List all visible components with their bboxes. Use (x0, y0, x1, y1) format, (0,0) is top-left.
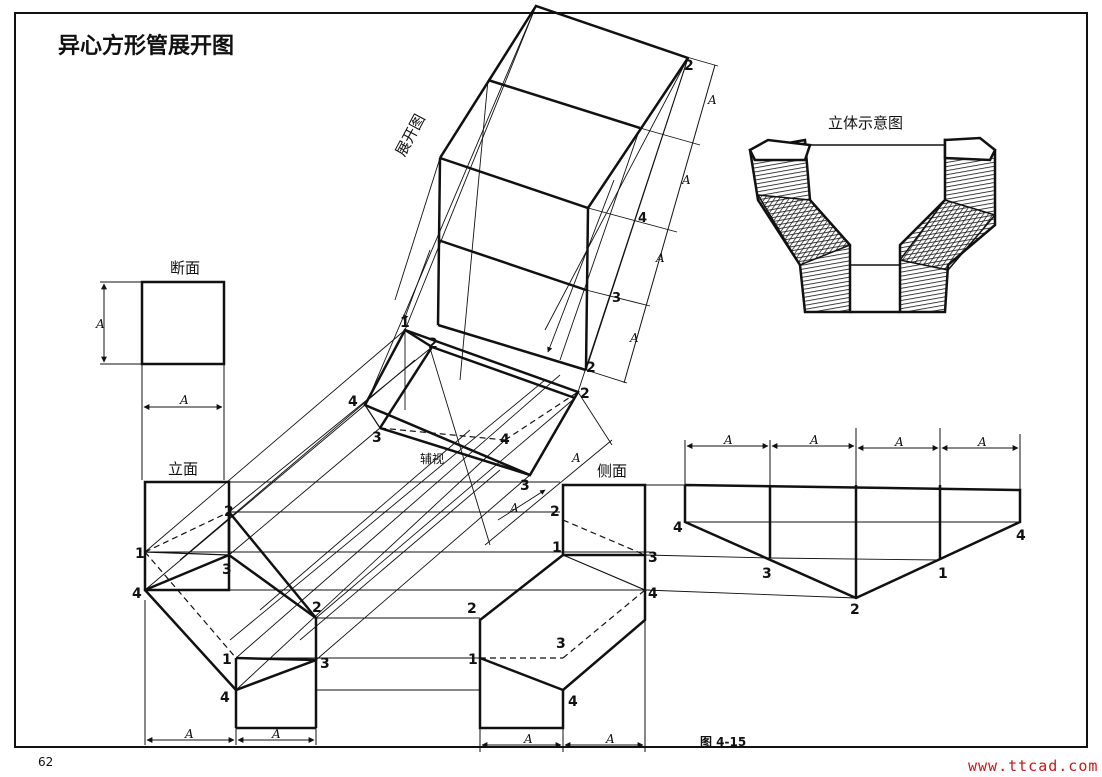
pt-front-4: 4 (132, 586, 142, 602)
drawing-frame (14, 12, 1088, 748)
pt-front-1b: 1 (222, 652, 232, 668)
auxiliary-view (144, 328, 613, 691)
pt-aux-3: 3 (372, 430, 382, 446)
pt-dev-4: 4 (673, 520, 683, 536)
label-front: 立面 (168, 460, 199, 478)
pt-side-4: 4 (648, 586, 658, 602)
dim-dev-a2: A (681, 173, 691, 187)
dimension-labels: A A A A A A A A A A A A A A A A (95, 93, 987, 746)
pt-aux-4: 4 (348, 394, 358, 410)
pt-dev-1: 1 (938, 566, 948, 582)
pt-aux-2: 2 (428, 336, 438, 352)
side-development (644, 428, 1022, 600)
dim-strip-a4: A (977, 435, 987, 449)
pt-dev-2: 2 (850, 602, 860, 618)
diagram-title: 异心方形管展开图 (58, 33, 235, 59)
pt-aux-2c: 2 (586, 360, 596, 376)
dim-dev-a4: A (629, 331, 639, 345)
dim-front-a2: A (271, 727, 281, 741)
pt-front-2: 2 (224, 504, 234, 520)
dim-aux-a1: A (509, 501, 519, 515)
section-view (100, 280, 226, 480)
label-isometric: 立体示意图 (828, 114, 904, 132)
pt-aux-1: 1 (400, 315, 410, 331)
watermark: www.ttcad.com (968, 757, 1099, 775)
dim-dev-3: 3 (612, 291, 621, 306)
pt-front-3b: 3 (320, 656, 330, 672)
dim-strip-a3: A (894, 435, 904, 449)
dim-section-a: A (95, 317, 105, 331)
dim-dev-a3: A (655, 251, 665, 265)
pt-top-2: 2 (684, 58, 694, 74)
dim-dev-a1: A (707, 93, 717, 107)
pt-side-3b: 3 (556, 636, 566, 652)
label-section: 断面 (170, 259, 201, 277)
dim-strip-a2: A (809, 433, 819, 447)
dim-side-a1: A (523, 732, 533, 746)
pt-front-2b: 2 (312, 600, 322, 616)
dim-section-a2: A (179, 393, 189, 407)
isometric-sketch (748, 136, 997, 314)
dim-side-a2: A (605, 732, 615, 746)
pt-side-1b: 1 (468, 652, 478, 668)
dim-front-a1: A (184, 727, 194, 741)
pt-front-4b: 4 (220, 690, 230, 706)
pt-dev-3: 3 (762, 566, 772, 582)
pt-aux-3b: 3 (520, 478, 530, 494)
pt-aux-2b: 2 (580, 386, 590, 402)
side-view (478, 483, 857, 752)
pt-front-1: 1 (135, 546, 145, 562)
pt-dev-4b: 4 (1016, 528, 1026, 544)
development-view (369, 4, 719, 396)
page-number: 62 (38, 755, 54, 769)
dim-aux-a2: A (571, 451, 581, 465)
dim-dev-4: 4 (638, 211, 647, 226)
label-aux: 辅视 (420, 452, 445, 466)
pt-side-1: 1 (552, 540, 562, 556)
pt-side-4b: 4 (568, 694, 578, 710)
pt-side-3: 3 (648, 550, 658, 566)
pt-aux-4b: 4 (500, 432, 510, 448)
figure-caption: 图 4-15 (700, 735, 747, 749)
pt-front-3: 3 (222, 562, 232, 578)
point-labels: 1 2 3 4 2 1 3 4 2 1 3 4 2 3 1 4 4 3 2 1 … (132, 58, 1026, 710)
pt-side-2b: 2 (467, 601, 477, 617)
dim-strip-a1: A (723, 433, 733, 447)
label-side: 侧面 (597, 462, 628, 480)
pt-side-2: 2 (550, 504, 560, 520)
